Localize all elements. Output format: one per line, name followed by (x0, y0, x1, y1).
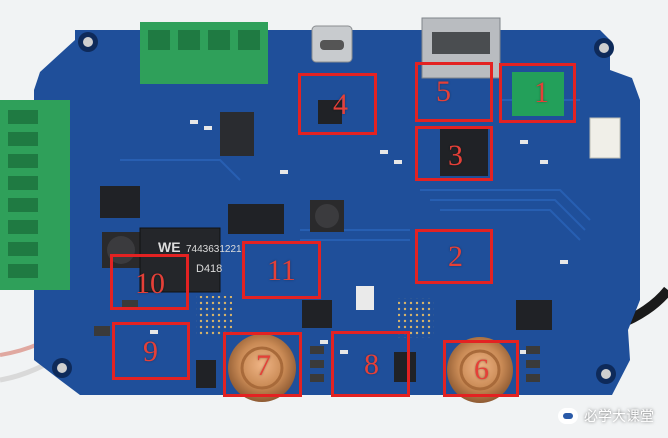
callout-label-5: 5 (436, 75, 451, 108)
wechat-icon (558, 408, 578, 424)
watermark-text: 必学大课堂 (584, 409, 654, 425)
callout-label-3: 3 (448, 139, 463, 172)
callout-box-11: 11 (242, 241, 321, 299)
callout-box-10: 10 (110, 254, 189, 310)
callout-label-6: 6 (474, 353, 489, 386)
inductor-part-text: 7443631221 (186, 244, 242, 255)
terminal-block-left (0, 100, 70, 290)
watermark: 必学大课堂 (558, 406, 654, 426)
we-transformer (139, 227, 221, 293)
callout-label-8: 8 (364, 348, 379, 381)
callout-box-2: 2 (415, 229, 493, 284)
copper-coil-right (447, 337, 513, 403)
callout-label-11: 11 (267, 254, 296, 287)
callout-box-8: 8 (331, 331, 410, 397)
inductor-brand-text: WE (158, 239, 181, 255)
callout-box-3: 3 (415, 126, 493, 181)
callout-label-1: 1 (534, 76, 549, 109)
inductor-date-text: D418 (196, 263, 222, 275)
callout-box-7: 7 (223, 332, 302, 397)
callout-label-2: 2 (448, 240, 463, 273)
callout-label-4: 4 (333, 88, 348, 121)
jst-connector (589, 117, 621, 159)
callout-box-6: 6 (443, 340, 519, 397)
callout-box-9: 9 (112, 322, 190, 380)
callout-label-10: 10 (135, 267, 165, 300)
callout-box-1: 1 (499, 63, 576, 123)
callout-label-9: 9 (143, 335, 158, 368)
callout-label-7: 7 (256, 349, 271, 382)
callout-box-4: 4 (298, 73, 377, 135)
copper-coil-left (228, 334, 296, 402)
callout-box-5: 5 (415, 62, 493, 122)
